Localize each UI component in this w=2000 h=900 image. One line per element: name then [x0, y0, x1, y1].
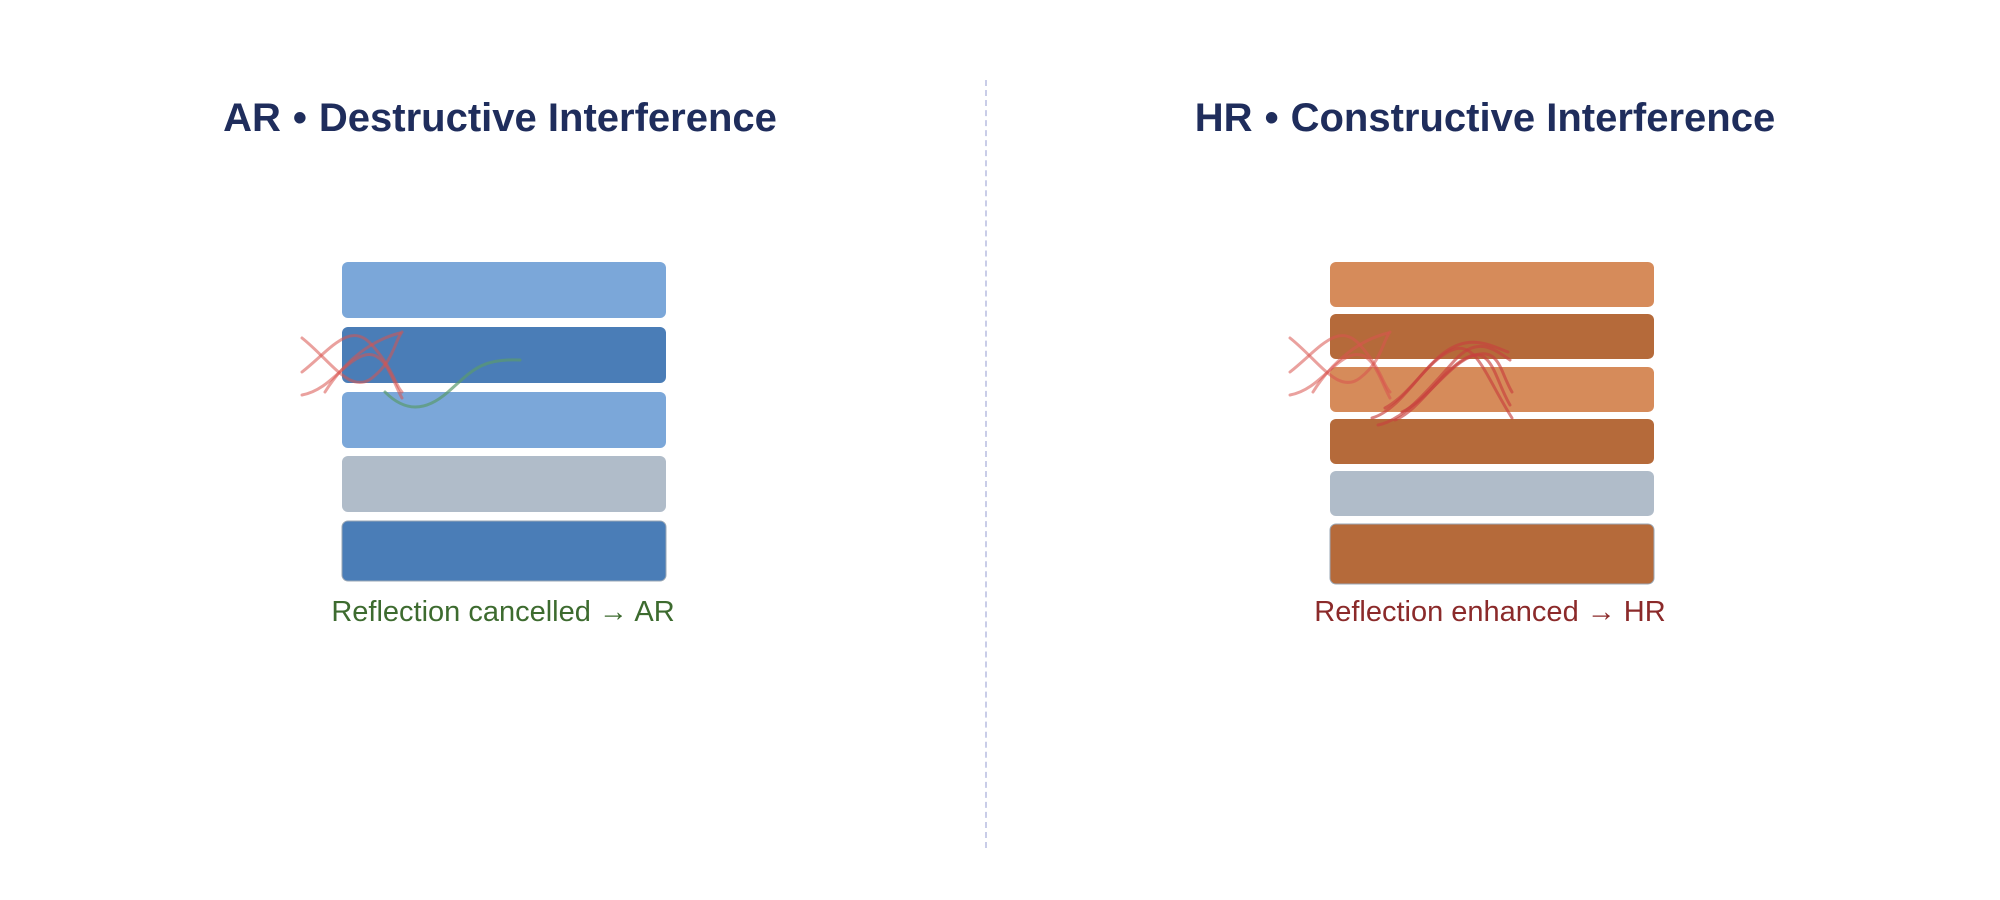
ar-layer-2 [342, 327, 666, 383]
ar-substrate [341, 520, 667, 582]
hr-title-mode: HR [1194, 96, 1253, 140]
ar-panel-title: AR•Destructive Interference [0, 96, 1000, 141]
hr-layer-2 [1330, 314, 1654, 359]
ar-layer-1 [342, 262, 666, 318]
hr-enhanced-wave-3 [1383, 346, 1514, 420]
hr-layer-4 [1330, 419, 1654, 464]
panel-divider [985, 80, 987, 848]
ar-title-mode: AR [223, 96, 281, 140]
hr-incident-wave-4 [1311, 331, 1390, 394]
ar-title-separator: • [292, 96, 307, 140]
ar-title-heading: Destructive Interference [318, 96, 777, 140]
ar-layer-4 [342, 456, 666, 512]
hr-enhanced-wave-5 [1400, 352, 1514, 414]
hr-substrate [1329, 523, 1655, 585]
ar-coating-diagram [300, 262, 667, 582]
hr-panel-title: HR•Constructive Interference [985, 96, 1985, 141]
hr-layer-stack [1329, 262, 1655, 585]
hr-title-separator: • [1264, 96, 1279, 140]
ar-layer-stack [341, 262, 667, 582]
ar-cancelled-wave [383, 358, 522, 409]
hr-incident-waves [1288, 330, 1392, 400]
hr-incident-wave-3 [1288, 353, 1392, 400]
hr-enhanced-waves [1370, 340, 1514, 427]
hr-layer-3 [1330, 367, 1654, 412]
hr-layer-1 [1330, 262, 1654, 307]
ar-incident-wave-4 [323, 331, 402, 394]
hr-layer-5 [1330, 471, 1654, 516]
hr-caption: Reflection enhanced → HR [1314, 596, 1666, 628]
ar-caption: Reflection cancelled → AR [331, 596, 675, 628]
ar-incident-waves [300, 330, 404, 400]
hr-enhanced-wave-2 [1376, 344, 1512, 427]
hr-title-heading: Constructive Interference [1290, 96, 1776, 140]
ar-incident-wave-3 [300, 353, 404, 400]
